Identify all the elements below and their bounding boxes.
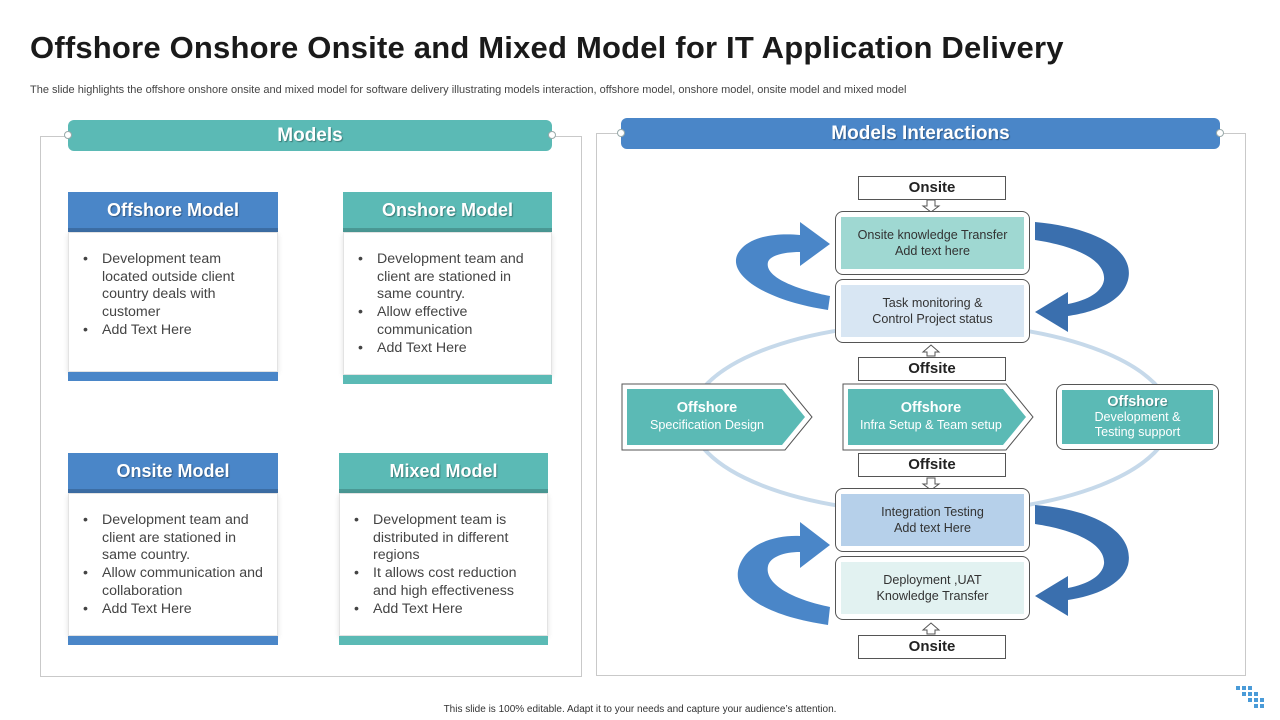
card-footer-bar bbox=[343, 375, 552, 384]
list-item: Development team is distributed in diffe… bbox=[354, 512, 533, 565]
list-item: Allow effective communication bbox=[358, 304, 537, 339]
offsite-label-2: Offsite bbox=[858, 453, 1006, 477]
offshore-dev-testing-box: Offshore Development & Testing support bbox=[1056, 384, 1219, 450]
card-title: Onshore Model bbox=[343, 192, 552, 232]
cycle-arrow-bottom-right bbox=[1035, 505, 1129, 616]
card-body: Development team is distributed in diffe… bbox=[339, 493, 548, 636]
onsite-top-label: Onsite bbox=[858, 176, 1006, 200]
offsite-label-1: Offsite bbox=[858, 357, 1006, 381]
connector-arrow-up bbox=[921, 622, 941, 635]
stage-box-task-monitoring: Task monitoring & Control Project status bbox=[835, 279, 1030, 343]
list-item: Add Text Here bbox=[83, 601, 263, 619]
connector-arrow-up bbox=[921, 344, 941, 357]
box-subtext: Development & Testing support bbox=[1094, 409, 1181, 439]
model-card-mixed: Mixed Model Development team is distribu… bbox=[339, 453, 548, 645]
model-card-onshore: Onshore Model Development team and clien… bbox=[343, 192, 552, 384]
header-dot-right bbox=[548, 131, 556, 139]
card-body: Development team located outside client … bbox=[68, 232, 278, 372]
list-item: Allow communication and collaboration bbox=[83, 565, 263, 600]
chevron-subtext: Specification Design bbox=[649, 418, 765, 432]
card-footer-bar bbox=[68, 636, 278, 645]
card-title: Onsite Model bbox=[68, 453, 278, 493]
list-item: Development team located outside client … bbox=[83, 251, 263, 322]
stage-box-integration-testing: Integration Testing Add text Here bbox=[835, 488, 1030, 552]
stage-box-deployment: Deployment ,UAT Knowledge Transfer bbox=[835, 556, 1030, 620]
stage-box-text: Onsite knowledge Transfer Add text here bbox=[841, 217, 1024, 269]
page-subtitle: The slide highlights the offshore onshor… bbox=[30, 84, 907, 96]
stage-box-text: Integration Testing Add text Here bbox=[841, 494, 1024, 546]
chevron-text: Offshore Infra Setup & Team setup bbox=[848, 389, 1014, 445]
connector-arrow-down bbox=[921, 477, 941, 491]
models-header: Models bbox=[64, 120, 556, 151]
chevron-fill-left bbox=[627, 389, 805, 445]
interactions-header-label: Models Interactions bbox=[831, 123, 1010, 144]
chevron-subtext: Infra Setup & Team setup bbox=[860, 418, 1002, 432]
list-item: Add Text Here bbox=[358, 340, 537, 358]
card-title: Mixed Model bbox=[339, 453, 548, 493]
stage-box-knowledge-transfer: Onsite knowledge Transfer Add text here bbox=[835, 211, 1030, 275]
chevron-text: Offshore Specification Design bbox=[627, 389, 787, 445]
chevron-title: Offshore bbox=[900, 400, 962, 416]
cycle-arrow-bottom-left bbox=[737, 522, 830, 625]
offshore-dev-testing-fill: Offshore Development & Testing support bbox=[1062, 390, 1213, 444]
chevron-title: Offshore bbox=[676, 400, 738, 416]
offshore-spec-design-chevron: Offshore Specification Design bbox=[627, 389, 805, 445]
stage-box-text: Task monitoring & Control Project status bbox=[841, 285, 1024, 337]
interactions-header: Models Interactions bbox=[617, 118, 1224, 149]
footer-note: This slide is 100% editable. Adapt it to… bbox=[443, 704, 837, 715]
list-item: Add Text Here bbox=[354, 601, 533, 619]
cycle-arrow-top-right bbox=[1035, 222, 1129, 332]
header-dot-right bbox=[1216, 129, 1224, 137]
models-header-label: Models bbox=[277, 125, 343, 146]
box-title: Offshore bbox=[1107, 393, 1168, 410]
list-item: Development team and client are statione… bbox=[83, 512, 263, 565]
offshore-infra-setup-chevron: Offshore Infra Setup & Team setup bbox=[848, 389, 1026, 445]
header-dot-left bbox=[64, 131, 72, 139]
card-body: Development team and client are statione… bbox=[68, 493, 278, 636]
model-card-offshore: Offshore Model Development team located … bbox=[68, 192, 278, 381]
list-item: Add Text Here bbox=[83, 322, 263, 340]
list-item: Development team and client are statione… bbox=[358, 251, 537, 304]
chevron-fill-mid bbox=[848, 389, 1026, 445]
brand-logo-icon bbox=[1236, 686, 1264, 708]
model-card-onsite: Onsite Model Development team and client… bbox=[68, 453, 278, 645]
page-title: Offshore Onshore Onsite and Mixed Model … bbox=[30, 30, 1064, 65]
header-dot-left bbox=[617, 129, 625, 137]
list-item: It allows cost reduction and high effect… bbox=[354, 565, 533, 600]
card-footer-bar bbox=[68, 372, 278, 381]
card-body: Development team and client are statione… bbox=[343, 232, 552, 375]
card-title: Offshore Model bbox=[68, 192, 278, 232]
stage-box-text: Deployment ,UAT Knowledge Transfer bbox=[841, 562, 1024, 614]
onsite-bottom-label: Onsite bbox=[858, 635, 1006, 659]
cycle-arrow-top-left bbox=[735, 222, 830, 310]
card-footer-bar bbox=[339, 636, 548, 645]
connector-arrow-down bbox=[921, 199, 941, 213]
